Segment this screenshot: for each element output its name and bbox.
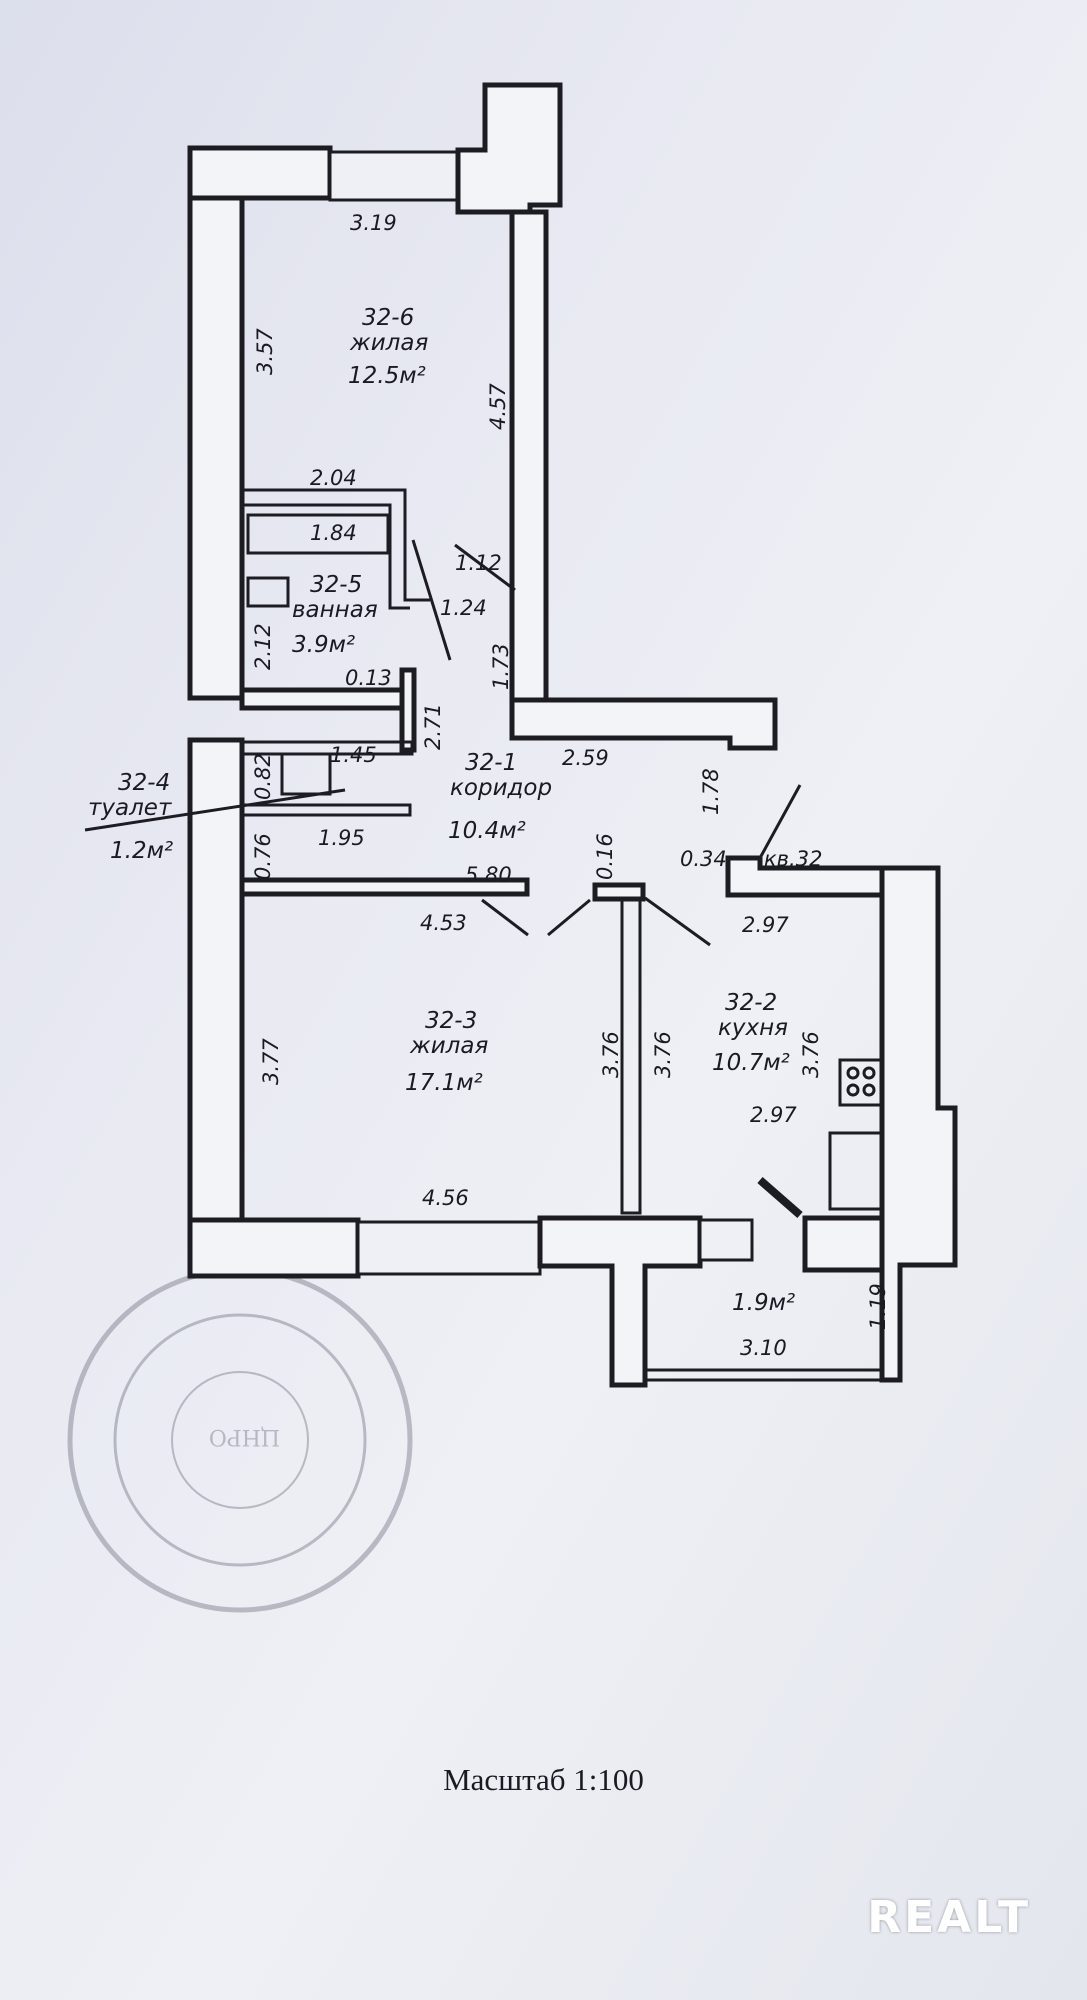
window-top [328,150,460,202]
dim-0-82: 0.82 [251,753,275,800]
wall-left-lower [187,737,245,1233]
dim-1-95: 1.95 [318,826,365,850]
dim-1-78: 1.78 [699,768,723,815]
wall-left-upper [187,145,245,701]
bath-right-stub [399,667,417,753]
dim-3-76-a: 3.76 [599,1031,623,1078]
door-balcony [757,1176,803,1219]
entry-pointer [758,784,802,859]
room-321-type: коридор [450,775,552,801]
room-322-type: кухня [718,1015,788,1041]
scale-caption: Масштаб 1:100 [443,1762,644,1797]
dim-2-59: 2.59 [562,746,609,770]
dim-0-13: 0.13 [345,666,392,690]
bath-top-wall [242,488,430,602]
wall-corridor-right [509,697,778,751]
door-room323-b [547,898,591,937]
wall-partition-kitchen [620,896,642,1215]
room-323-type: жилая [409,1033,488,1059]
dim-3-57: 3.57 [253,328,277,375]
dim-0-16: 0.16 [593,833,617,880]
balcony-area: 1.9м² [732,1290,795,1316]
window-kitchen [698,1218,754,1262]
dim-2-71: 2.71 [421,703,445,750]
dim-2-04: 2.04 [310,466,357,490]
room-324-type: туалет [88,795,172,821]
room-324-code: 32-4 [118,770,170,796]
wall-kitchen-right [879,865,958,1383]
room-325-type: ванная [292,597,378,623]
dim-1-12: 1.12 [455,551,502,575]
dim-4-53: 4.53 [420,911,467,935]
wall-top-right [455,82,563,215]
dim-1-73: 1.73 [489,643,513,690]
wall-room323-top [239,877,530,897]
dim-1-84: 1.84 [310,521,357,545]
room-325-code: 32-5 [310,572,362,598]
dim-4-57: 4.57 [486,383,510,430]
dim-2-97-top: 2.97 [742,913,789,937]
heater [828,1131,884,1211]
wall-bottom-right [802,1215,885,1273]
sink [246,576,290,608]
room-321-code: 32-1 [465,750,517,776]
dim-0-76: 0.76 [251,833,275,880]
room-326-type: жилая [349,330,428,356]
door-kitchen [644,896,711,947]
stove [838,1058,884,1107]
dim-1-24: 1.24 [440,596,487,620]
seal-stamp: ЦНРО [67,1267,413,1613]
room-325-area: 3.9м² [292,632,355,658]
bath-top-wall-inner [242,503,410,610]
dim-3-77: 3.77 [259,1038,283,1085]
toilet-fixture [280,752,332,796]
room-324-area: 1.2м² [110,838,173,864]
dim-2-12: 2.12 [251,623,275,670]
room-326-code: 32-6 [362,305,414,331]
toilet-leader [84,788,346,832]
bathtub [246,513,390,555]
wall-right-326 [509,209,549,705]
room-323-code: 32-3 [425,1008,477,1034]
toilet-top-wall [240,740,414,756]
dim-5-80: 5.80 [465,863,512,887]
realt-watermark: REALT [867,1892,1031,1943]
svg-text:ЦНРО: ЦНРО [209,1424,280,1449]
window-bottom [356,1220,542,1276]
dim-3-76-c: 3.76 [799,1031,823,1078]
wall-bottom-left [187,1217,361,1279]
dim-3-10: 3.10 [740,1336,787,1360]
dim-0-34: 0.34 [680,847,727,871]
wall-top-left [187,145,333,201]
dim-3-76-b: 3.76 [651,1031,675,1078]
bath-bottom-wall [239,687,415,711]
room-322-code: 32-2 [725,990,777,1016]
dim-2-97-bottom: 2.97 [750,1103,797,1127]
wall-bottom-middle [537,1215,703,1388]
dim-1-45: 1.45 [330,743,377,767]
door-bath [411,539,452,661]
dim-3-19: 3.19 [350,211,397,235]
room-321-area: 10.4м² [448,818,526,844]
room-326-area: 12.5м² [348,363,426,389]
room-323-area: 17.1м² [405,1070,483,1096]
wall-door-stub [592,882,646,902]
dim-4-56: 4.56 [422,1186,469,1210]
room-322-area: 10.7м² [712,1050,790,1076]
dim-1-19: 1.19 [866,1283,890,1330]
toilet-bottom-wall [240,803,412,817]
door-326 [454,543,516,592]
apartment-label: кв.32 [764,847,822,871]
door-room323-a [481,898,529,937]
